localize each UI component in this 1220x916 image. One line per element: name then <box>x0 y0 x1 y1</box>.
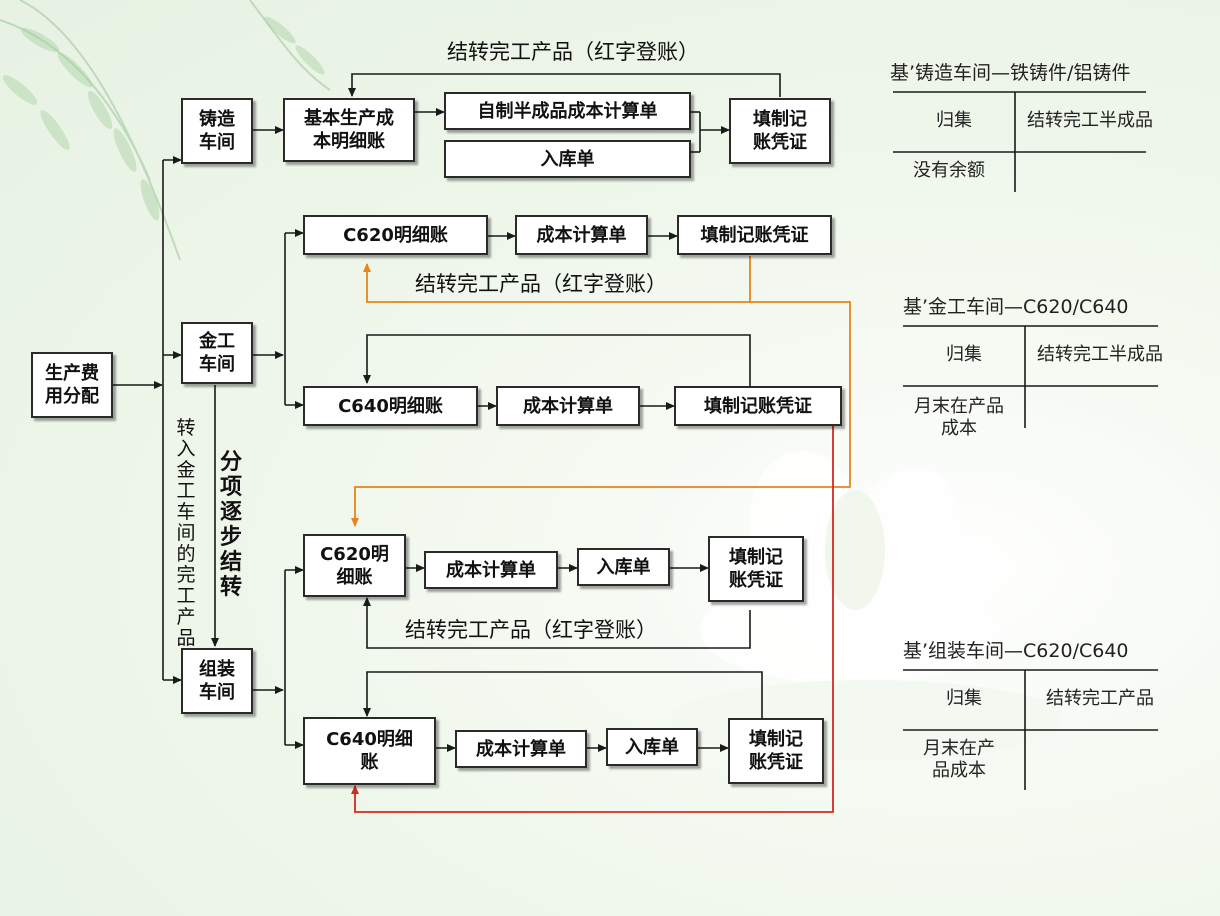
t-account-title: 基’铸造车间—铁铸件/铝铸件 <box>890 62 1131 84</box>
node-voucher-5: 填制记 账凭证 <box>728 718 824 784</box>
label-transfer-bottom: 结转完工产品（红字登账） <box>405 618 657 642</box>
t-account-left-body: 月末在产品 成本 <box>914 396 1004 439</box>
node-assembly-workshop: 组装 车间 <box>181 648 253 714</box>
node-c640-ledger-2: C640明细 账 <box>303 717 436 785</box>
node-cost-calc-3: 成本计算单 <box>424 551 558 589</box>
node-voucher-3: 填制记账凭证 <box>674 386 842 426</box>
node-metal-workshop: 金工 车间 <box>181 322 253 384</box>
label-transfer-middle: 结转完工产品（红字登账） <box>415 272 667 296</box>
node-warehouse-receipt-3: 入库单 <box>606 728 698 766</box>
node-semi-finished-cost-sheet: 自制半成品成本计算单 <box>444 92 691 130</box>
t-account-left-header: 归集 <box>936 110 972 131</box>
node-cost-calc-2: 成本计算单 <box>496 386 640 426</box>
t-account-left-header: 归集 <box>946 688 982 709</box>
t-account-title: 基’金工车间—C620/C640 <box>903 296 1129 318</box>
node-c620-ledger-1: C620明细账 <box>303 215 488 255</box>
node-cost-calc-1: 成本计算单 <box>515 215 648 255</box>
node-basic-production-ledger: 基本生产成 本明细账 <box>283 98 415 162</box>
t-account-left-body: 没有余额 <box>913 160 985 181</box>
node-c620-ledger-2: C620明 细账 <box>303 534 406 597</box>
label-transfer-top: 结转完工产品（红字登账） <box>447 40 699 64</box>
t-account-right-header: 结转完工产品 <box>1046 688 1154 709</box>
node-voucher-4: 填制记 账凭证 <box>708 536 804 602</box>
t-account-left-body: 月末在产 品成本 <box>923 738 995 781</box>
t-account-right-header: 结转完工半成品 <box>1027 110 1153 131</box>
label-vertical-step-transfer: 分项逐步结转 <box>219 450 242 600</box>
node-production-cost-allocation: 生产费 用分配 <box>31 352 113 418</box>
t-account-left-header: 归集 <box>946 344 982 365</box>
node-cost-calc-4: 成本计算单 <box>455 730 587 768</box>
t-account-title: 基’组装车间—C620/C640 <box>903 640 1129 662</box>
node-warehouse-receipt-1: 入库单 <box>444 140 691 178</box>
label-vertical-transfer: 转入金工车间的完工产品 <box>176 417 196 649</box>
node-voucher-1: 填制记 账凭证 <box>729 98 831 164</box>
node-c640-ledger-1: C640明细账 <box>303 386 478 426</box>
node-warehouse-receipt-2: 入库单 <box>577 548 670 586</box>
node-voucher-2: 填制记账凭证 <box>677 215 832 255</box>
t-account-right-header: 结转完工半成品 <box>1037 344 1163 365</box>
node-casting-workshop: 铸造 车间 <box>181 98 253 164</box>
